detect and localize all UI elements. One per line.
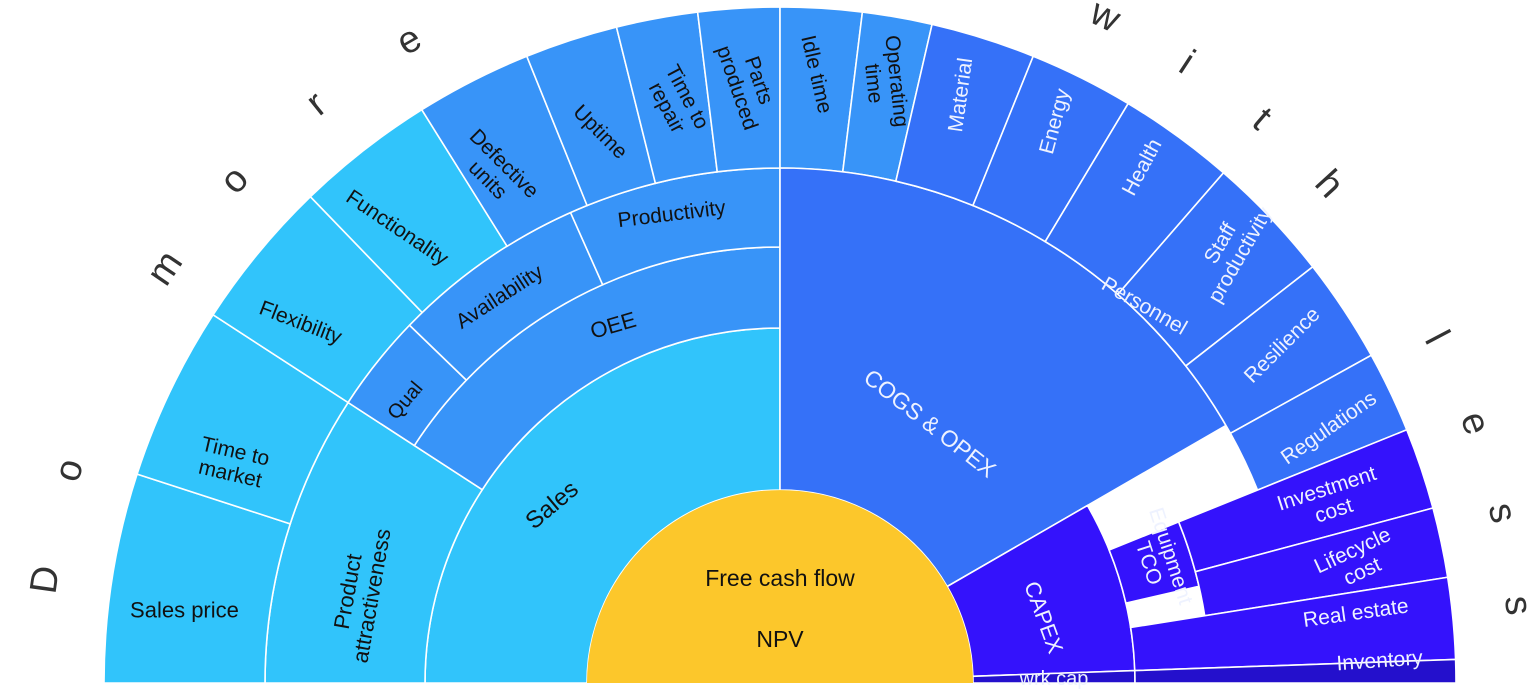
arc-title-right-letter: i — [1172, 43, 1202, 83]
center-disc — [587, 490, 973, 683]
arc-title-right-letter: t — [1244, 99, 1280, 138]
arc-title-right-letter: s — [1480, 499, 1525, 527]
segments-layer — [103, 6, 1457, 684]
arc-title-left-letter: m — [139, 243, 192, 293]
arc-title-right-letter: s — [1496, 594, 1536, 617]
arc-title-left-letter: r — [298, 83, 334, 124]
arc-title-right-letter: e — [1452, 406, 1499, 441]
center-layer: Free cash flow NPV — [587, 490, 973, 683]
arc-title-left-letter: D — [23, 563, 68, 596]
label-sales-price: Sales price — [130, 598, 239, 623]
arc-title-right-letter: l — [1416, 324, 1457, 351]
center-label-npv: NPV — [756, 626, 804, 652]
arc-title-left-letter: e — [389, 17, 428, 64]
arc-title-left-letter: o — [46, 454, 92, 486]
center-label-free-cash-flow: Free cash flow — [705, 565, 855, 591]
arc-title-left-letter: o — [212, 158, 257, 202]
arc-title-right-letter: h — [1307, 162, 1352, 206]
label-wrk-cap: wrk cap — [1019, 668, 1089, 690]
segment-inventory — [1133, 658, 1457, 684]
arc-title-right-letter: w — [1083, 0, 1127, 41]
